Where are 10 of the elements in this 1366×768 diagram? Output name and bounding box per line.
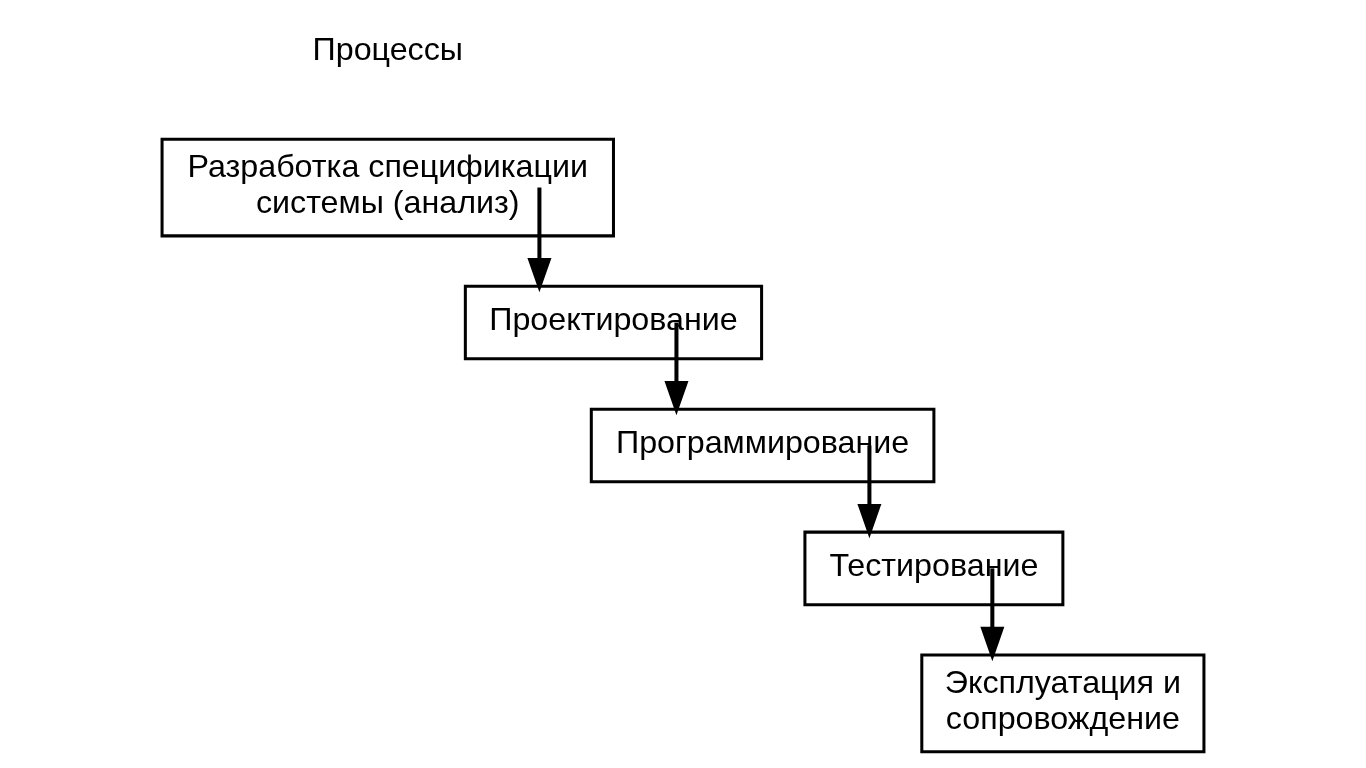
arrow xyxy=(664,322,689,416)
node-box: Программирование xyxy=(589,407,936,484)
arrow xyxy=(980,568,1005,662)
node-box: Проектирование xyxy=(463,284,764,361)
node-box: Эксплуатация и сопровождение xyxy=(920,653,1206,754)
arrow xyxy=(527,187,552,293)
label: Процессы xyxy=(312,31,463,68)
node-box: Тестирование xyxy=(803,530,1065,607)
node-box: Разработка спецификации системы (анализ) xyxy=(160,137,615,238)
arrow xyxy=(857,445,882,539)
